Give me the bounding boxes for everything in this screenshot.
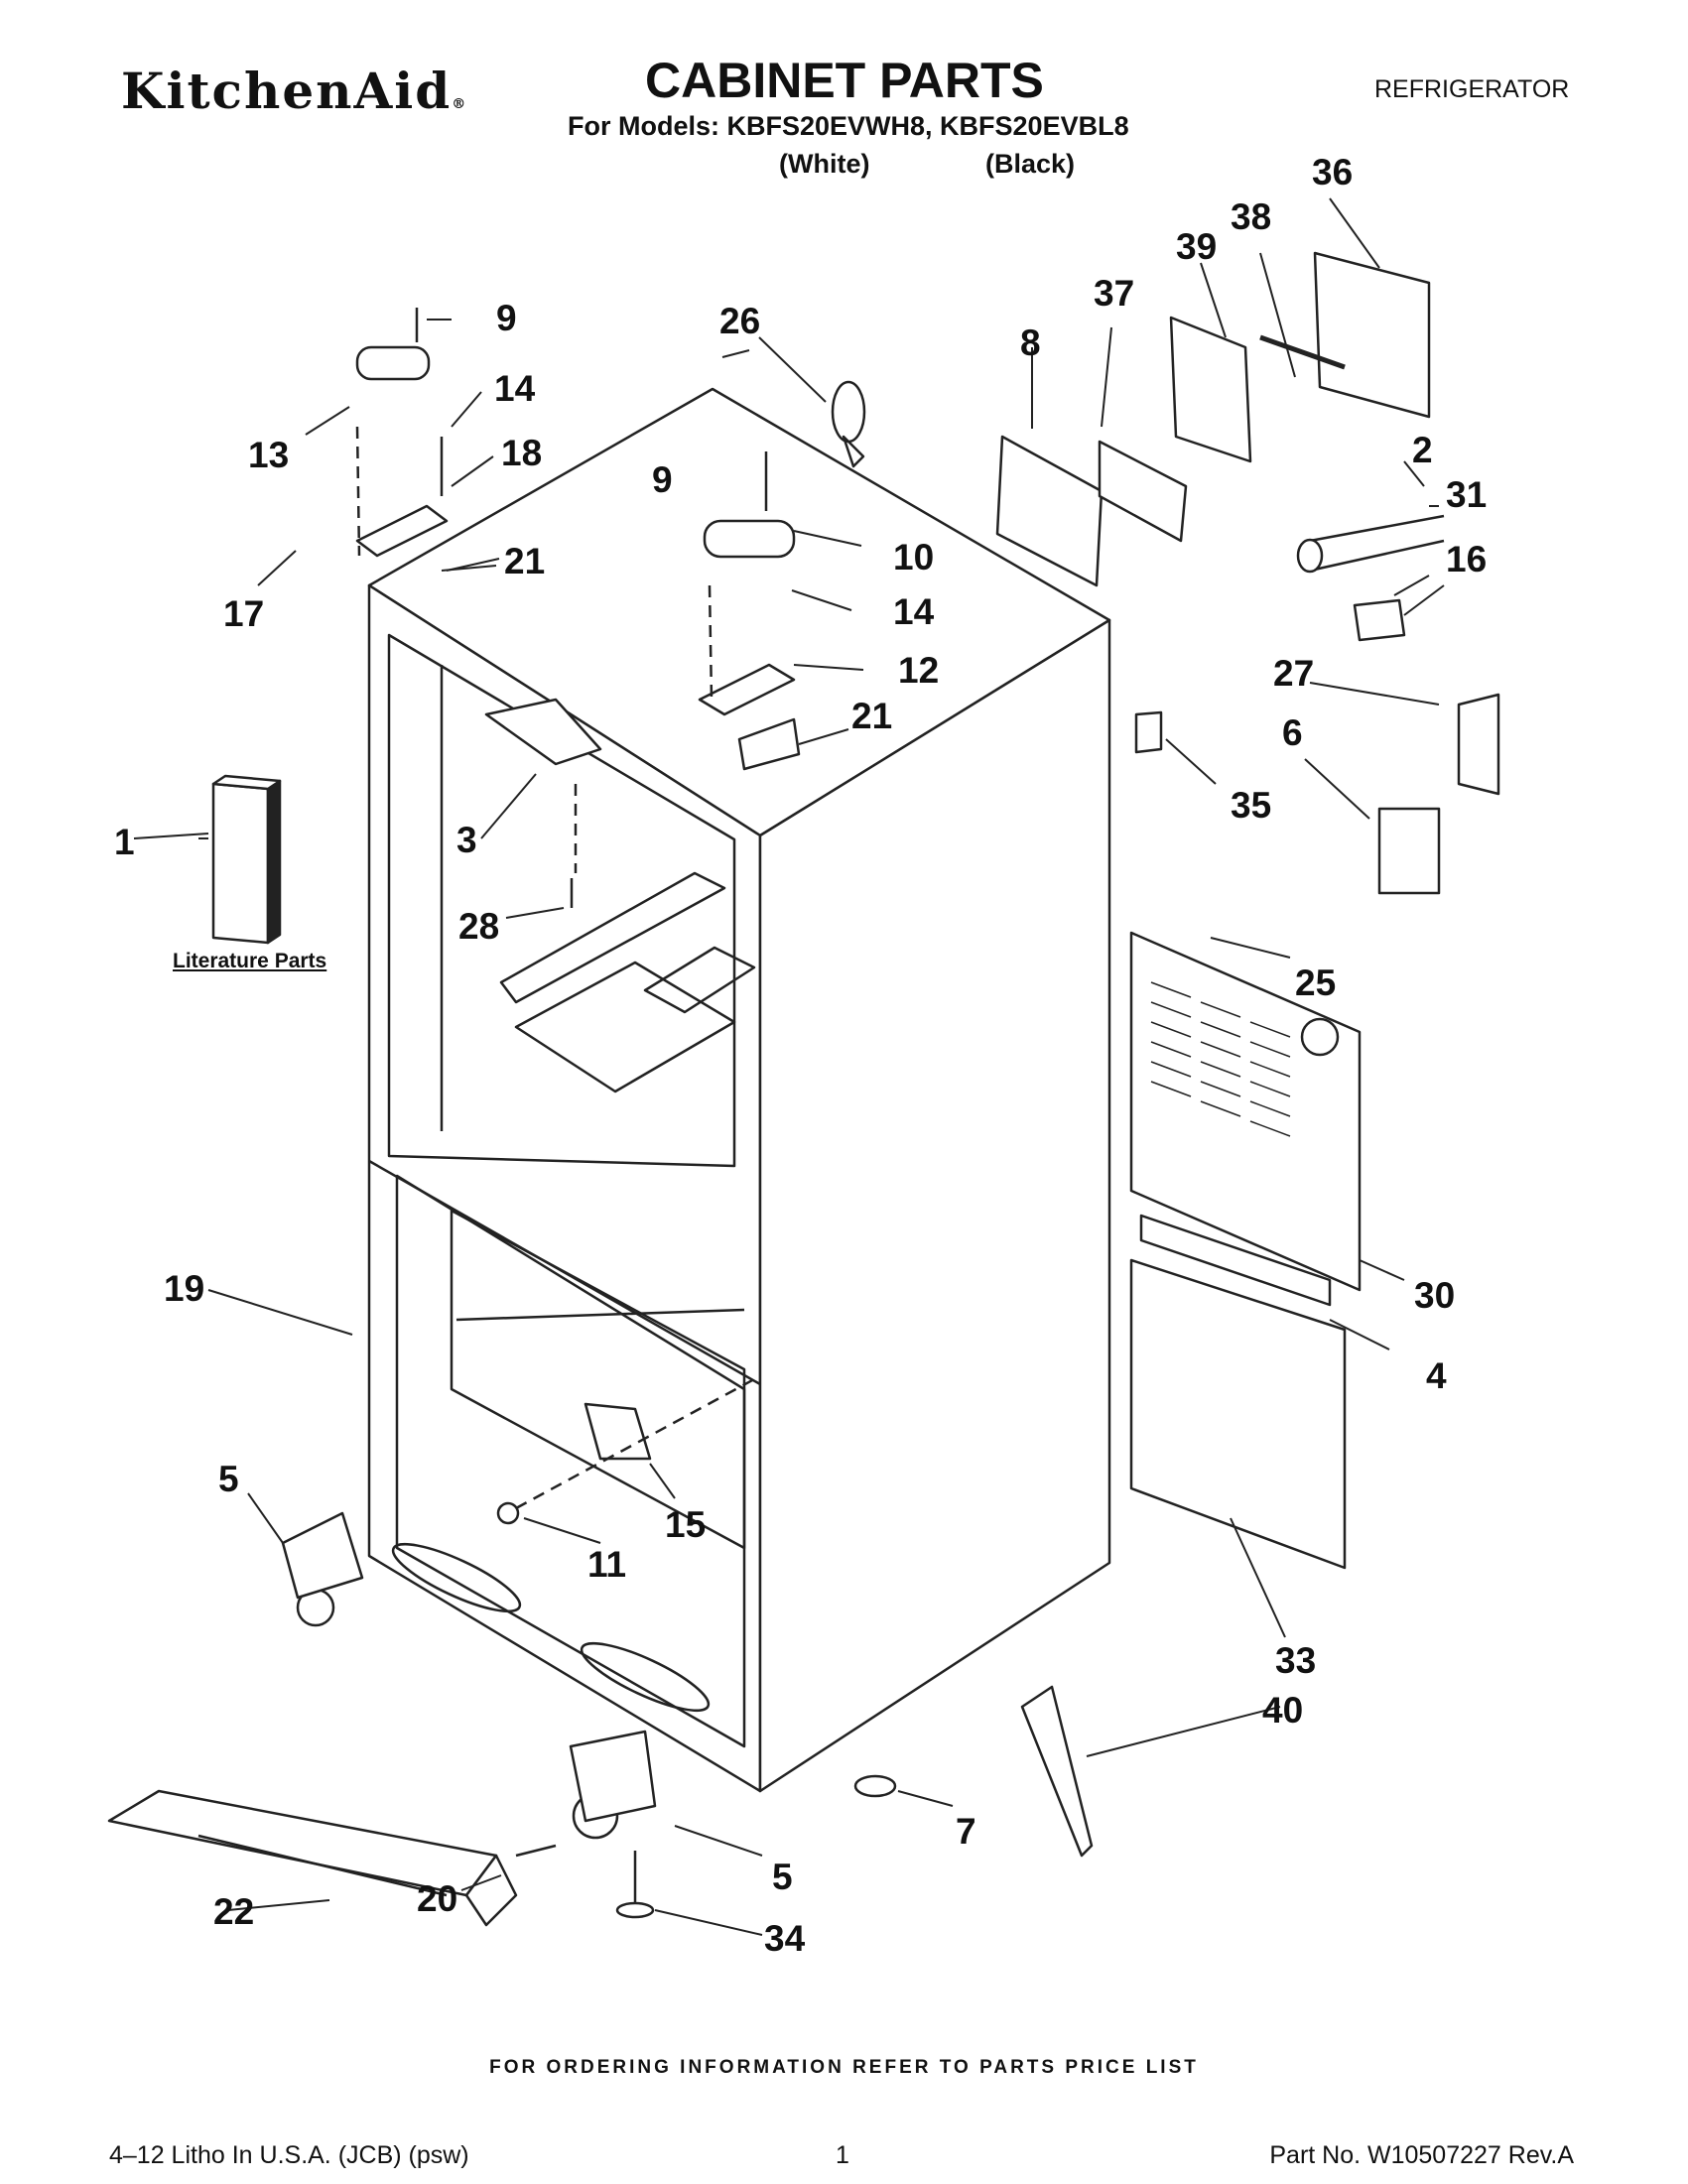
callout-11: 11 — [587, 1544, 627, 1585]
brand-registered-mark: ® — [452, 96, 466, 112]
callout-14-left: 14 — [494, 368, 536, 409]
callout-7: 7 — [956, 1811, 976, 1852]
callout-26: 26 — [719, 301, 761, 341]
top-hinge-right — [698, 451, 801, 771]
callout-39: 39 — [1176, 226, 1218, 267]
callout-38: 38 — [1231, 196, 1272, 237]
callout-8: 8 — [1020, 322, 1041, 363]
callout-13: 13 — [248, 435, 290, 475]
color-black-label: (Black) — [985, 149, 1076, 179]
callout-25: 25 — [1295, 963, 1337, 1003]
callout-9-top-left: 9 — [496, 298, 517, 338]
callout-21-left: 21 — [504, 541, 546, 581]
callout-19: 19 — [164, 1268, 205, 1309]
brand-name: KitchenAid — [121, 62, 453, 120]
litho-info: 4–12 Litho In U.S.A. (JCB) (psw) — [109, 2141, 469, 2169]
upper-right-parts — [995, 251, 1500, 895]
ordering-note: FOR ORDERING INFORMATION REFER TO PARTS … — [489, 2057, 1199, 2078]
callout-20: 20 — [417, 1878, 458, 1919]
appliance-category: REFRIGERATOR — [1374, 75, 1570, 103]
cabinet-part-26 — [831, 380, 866, 468]
callout-4: 4 — [1426, 1355, 1447, 1396]
color-white-label: (White) — [779, 149, 870, 179]
callout-37: 37 — [1094, 273, 1135, 314]
callout-1: 1 — [114, 822, 135, 862]
callout-22: 22 — [213, 1891, 255, 1932]
literature-parts-label: Literature Parts — [173, 950, 327, 972]
callout-5-bottom: 5 — [772, 1857, 793, 1897]
callout-18: 18 — [501, 433, 543, 473]
callout-31: 31 — [1446, 474, 1488, 515]
callout-34: 34 — [764, 1918, 806, 1959]
callout-2: 2 — [1412, 430, 1433, 470]
callout-17: 17 — [223, 593, 265, 634]
callout-28: 28 — [458, 906, 500, 947]
models-line: For Models: KBFS20EVWH8, KBFS20EVBL8 — [568, 111, 1129, 141]
page-number: 1 — [836, 2141, 849, 2169]
callout-15: 15 — [665, 1504, 707, 1545]
top-hinge-left — [355, 308, 449, 558]
callout-16: 16 — [1446, 539, 1488, 579]
cabinet-body — [367, 387, 1111, 1793]
leader-lines — [133, 197, 1445, 1936]
callout-9-center: 9 — [652, 459, 673, 500]
bottom-parts — [107, 1511, 1094, 1927]
rear-access-panel — [1129, 931, 1362, 1570]
callout-14-center: 14 — [893, 591, 935, 632]
callout-6: 6 — [1282, 712, 1303, 753]
callout-35: 35 — [1231, 785, 1272, 826]
interior-small-parts — [484, 698, 755, 1525]
callout-3: 3 — [456, 820, 477, 860]
callout-27: 27 — [1273, 653, 1315, 694]
callout-10: 10 — [893, 537, 935, 578]
callout-40: 40 — [1262, 1690, 1304, 1731]
callout-12: 12 — [898, 650, 940, 691]
part-number: Part No. W10507227 Rev.A — [1269, 2141, 1574, 2169]
callout-36: 36 — [1312, 152, 1354, 193]
callout-21-center: 21 — [851, 696, 893, 736]
callout-30: 30 — [1414, 1275, 1456, 1316]
brand-logo: KitchenAid® — [121, 62, 465, 120]
page-title: CABINET PARTS — [645, 53, 1044, 108]
literature-book — [211, 774, 282, 945]
callout-5-left: 5 — [218, 1459, 239, 1499]
callout-33: 33 — [1275, 1640, 1317, 1681]
